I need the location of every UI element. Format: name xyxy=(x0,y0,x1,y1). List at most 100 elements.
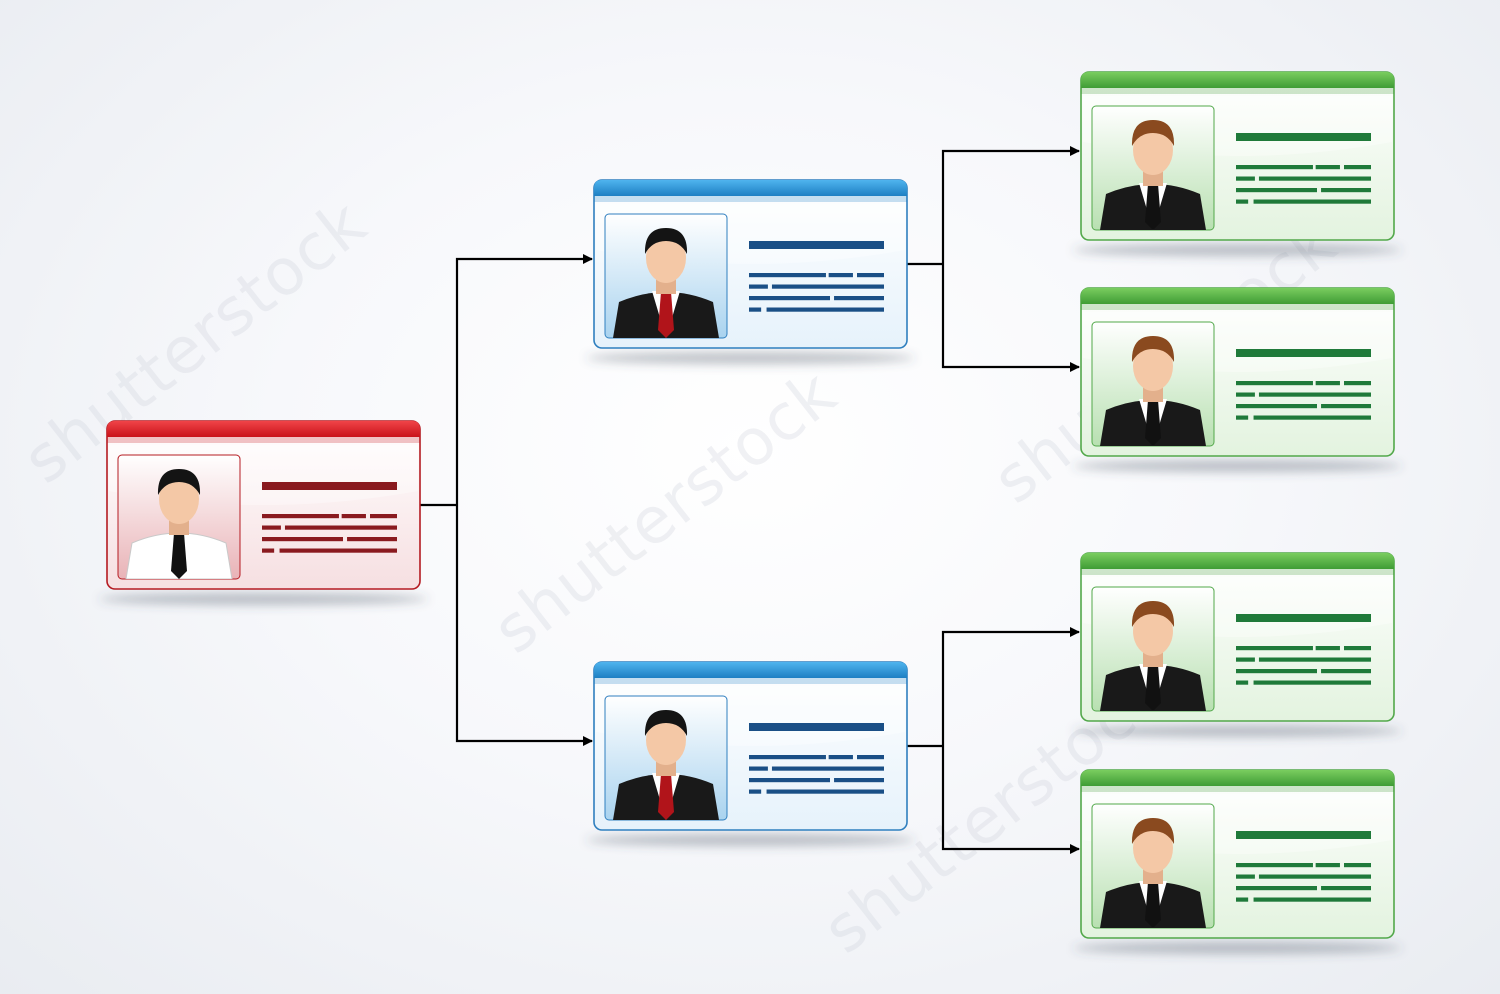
text-line-segment xyxy=(828,755,853,760)
text-line-segment xyxy=(1315,646,1340,651)
card-header-shade xyxy=(1081,786,1394,792)
text-line-segment xyxy=(1258,392,1371,397)
text-line-segment xyxy=(1236,657,1255,662)
root-card xyxy=(99,420,428,605)
person-silhouette xyxy=(1100,601,1206,711)
connector-layer xyxy=(420,146,1080,854)
text-line-segment xyxy=(284,525,397,530)
text-line-segment xyxy=(771,766,884,771)
text-line-segment xyxy=(1236,188,1317,193)
text-line-segment xyxy=(834,296,884,301)
connector-arrow xyxy=(941,627,1080,746)
manager-card xyxy=(586,179,915,364)
connector-arrow xyxy=(941,264,1080,372)
text-line-segment xyxy=(749,273,826,278)
card-header-shade xyxy=(594,678,907,684)
card-shadow xyxy=(1073,942,1402,954)
card-header-shade xyxy=(107,437,420,443)
person-silhouette xyxy=(125,469,233,579)
text-line-segment xyxy=(1236,863,1313,868)
card-shadow xyxy=(1073,725,1402,737)
text-line-segment xyxy=(1236,646,1313,651)
card-header-bar xyxy=(594,180,907,196)
person-silhouette xyxy=(1100,120,1206,230)
hair-shape xyxy=(644,228,688,254)
text-line-segment xyxy=(347,537,397,542)
tie-shape xyxy=(171,533,187,579)
head-shape xyxy=(1133,823,1173,873)
text-line-segment xyxy=(1253,680,1371,685)
hair-shape xyxy=(644,710,688,736)
card-header-bar xyxy=(1081,770,1394,786)
tie-shape xyxy=(658,774,674,820)
text-line-segment xyxy=(1236,669,1317,674)
text-line-segment xyxy=(1258,657,1371,662)
person-silhouette xyxy=(1100,818,1206,928)
text-line-segment xyxy=(828,273,853,278)
text-line-segment xyxy=(1344,863,1371,868)
title-bar-line xyxy=(1236,133,1371,141)
title-bar-line xyxy=(749,241,884,249)
hair-shape xyxy=(1131,336,1175,362)
tie-shape xyxy=(658,292,674,338)
text-line-segment xyxy=(1236,381,1313,386)
card-header-shade xyxy=(1081,569,1394,575)
connector-arrow xyxy=(941,146,1080,264)
card-header-shade xyxy=(1081,304,1394,310)
hair-shape xyxy=(157,469,201,495)
connector-arrow xyxy=(941,746,1080,854)
text-line-segment xyxy=(1253,415,1371,420)
card-header-shade xyxy=(1081,88,1394,94)
hair-shape xyxy=(1131,818,1175,844)
text-line-segment xyxy=(1344,165,1371,170)
text-line-segment xyxy=(1236,886,1317,891)
text-line-segment xyxy=(1236,874,1255,879)
text-line-segment xyxy=(857,755,884,760)
card-shadow xyxy=(586,834,915,846)
card-header-bar xyxy=(1081,72,1394,88)
text-line-segment xyxy=(1321,404,1371,409)
text-line-segment xyxy=(771,284,884,289)
card-shadow xyxy=(1073,460,1402,472)
text-line-segment xyxy=(857,273,884,278)
text-line-segment xyxy=(1253,199,1371,204)
text-line-segment xyxy=(766,307,884,312)
text-line-segment xyxy=(1321,188,1371,193)
title-bar-line xyxy=(1236,831,1371,839)
text-line-segment xyxy=(749,789,762,794)
card-header-bar xyxy=(107,421,420,437)
title-bar-line xyxy=(1236,614,1371,622)
text-line-segment xyxy=(749,284,768,289)
text-line-segment xyxy=(749,307,762,312)
title-bar-line xyxy=(1236,349,1371,357)
text-line-segment xyxy=(262,525,281,530)
text-line-segment xyxy=(1236,392,1255,397)
text-line-segment xyxy=(749,296,830,301)
text-line-segment xyxy=(766,789,884,794)
card-shadow xyxy=(99,593,428,605)
tie-shape xyxy=(1145,184,1161,230)
tie-shape xyxy=(1145,882,1161,928)
head-shape xyxy=(159,474,199,524)
person-silhouette xyxy=(613,710,719,820)
staff-card xyxy=(1073,769,1402,954)
text-line-segment xyxy=(370,514,397,519)
text-line-segment xyxy=(262,514,339,519)
text-line-segment xyxy=(749,755,826,760)
text-line-segment xyxy=(749,778,830,783)
head-shape xyxy=(646,715,686,765)
staff-card xyxy=(1073,71,1402,256)
connector-arrow xyxy=(455,254,593,505)
text-line-segment xyxy=(1258,176,1371,181)
card-header-bar xyxy=(1081,288,1394,304)
person-silhouette xyxy=(1100,336,1206,446)
text-line-segment xyxy=(749,766,768,771)
text-line-segment xyxy=(1236,404,1317,409)
text-line-segment xyxy=(834,778,884,783)
text-line-segment xyxy=(1236,199,1249,204)
text-line-segment xyxy=(1315,381,1340,386)
head-shape xyxy=(1133,125,1173,175)
head-shape xyxy=(646,233,686,283)
staff-card xyxy=(1073,552,1402,737)
